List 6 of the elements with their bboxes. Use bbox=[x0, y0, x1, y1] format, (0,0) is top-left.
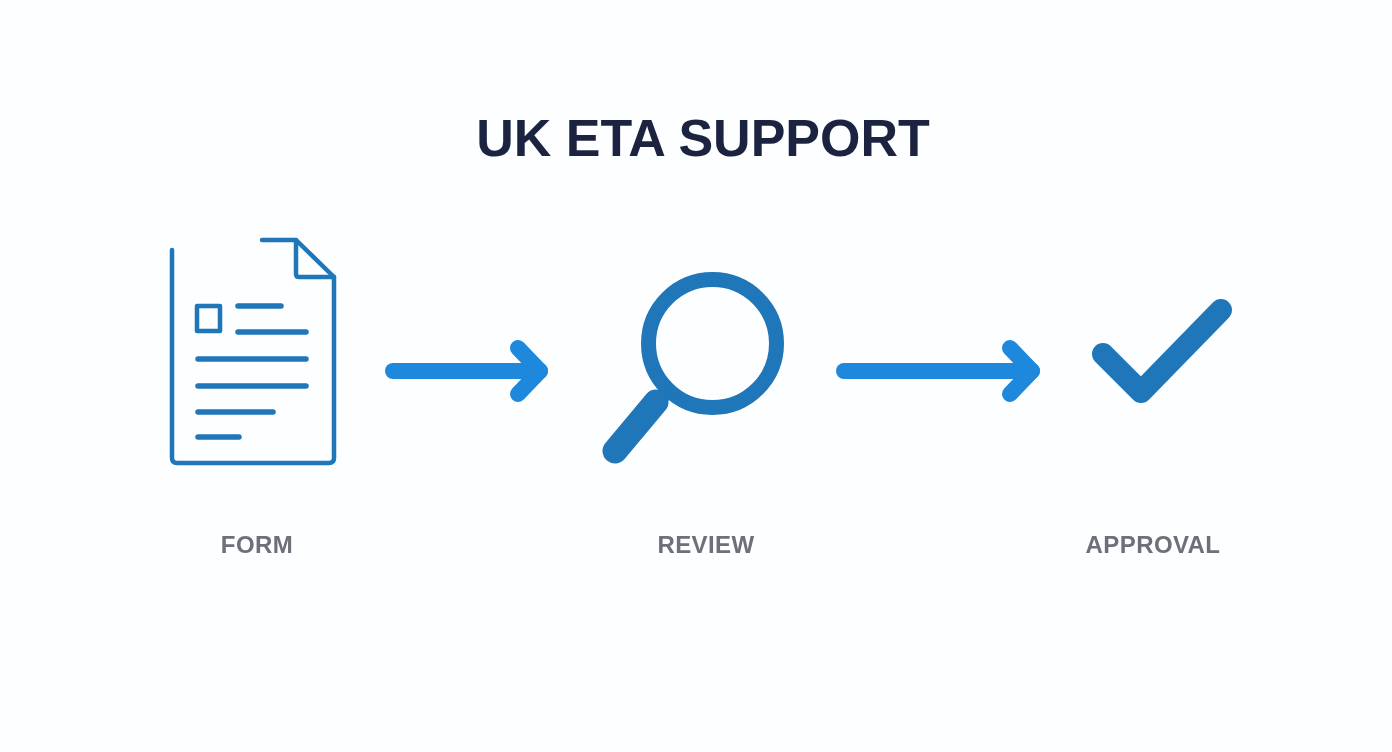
step-label: REVIEW bbox=[657, 532, 755, 559]
step-label: APPROVAL bbox=[1085, 532, 1221, 559]
title: UK ETA SUPPORT bbox=[476, 110, 930, 168]
arrow bbox=[385, 340, 548, 402]
step-label: FORM bbox=[220, 532, 294, 559]
arrow bbox=[836, 340, 1040, 402]
